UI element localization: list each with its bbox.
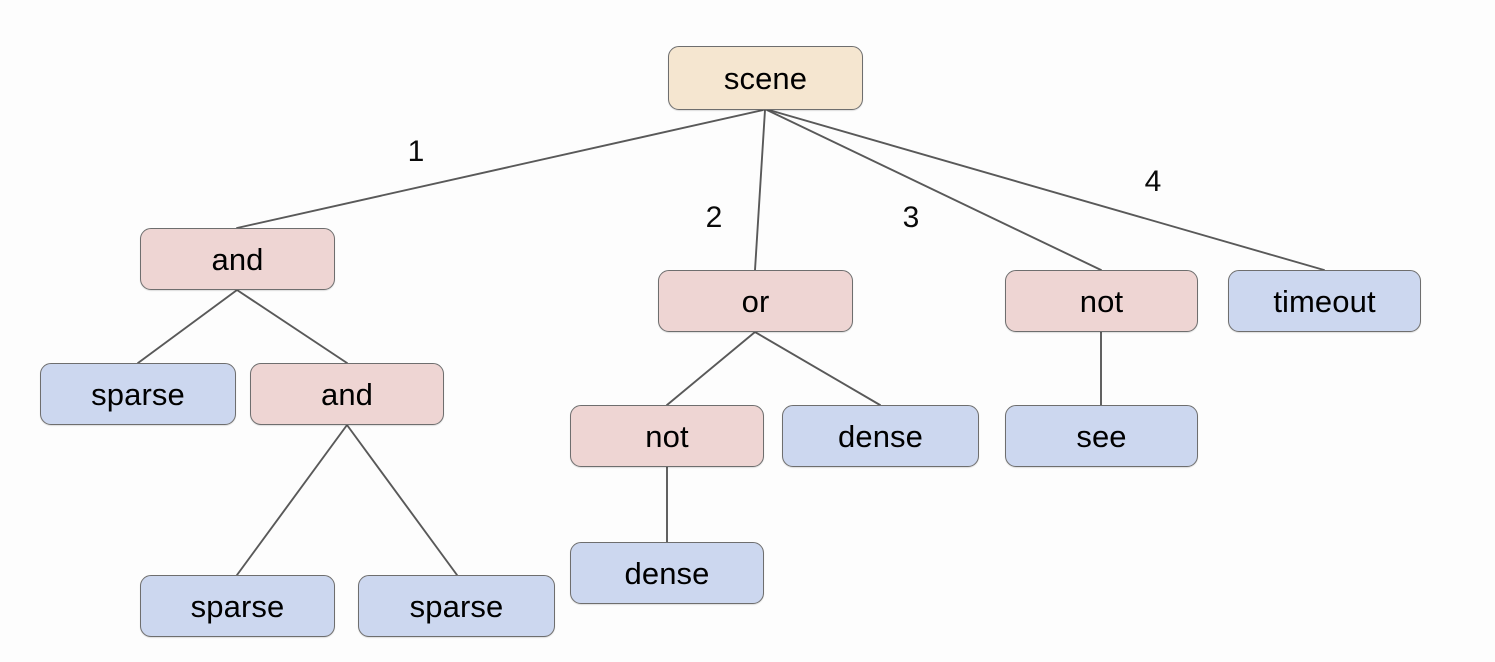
edge-label-3: 3	[902, 201, 920, 234]
tree-node-not_right[interactable]: not	[1005, 270, 1198, 332]
tree-edge-scene-to-and_1	[236, 109, 764, 229]
tree-node-and_1[interactable]: and	[140, 228, 335, 290]
tree-node-not_mid[interactable]: not	[570, 405, 764, 467]
edge-label-4: 4	[1144, 165, 1162, 198]
tree-node-timeout_leaf[interactable]: timeout	[1228, 270, 1421, 332]
tree-edge-scene-to-not_right	[766, 109, 1102, 271]
tree-node-see_leaf[interactable]: see	[1005, 405, 1198, 467]
tree-edge-and_1-to-sparse_a	[137, 289, 238, 364]
edge-label-2: 2	[705, 201, 723, 234]
tree-node-dense_mid[interactable]: dense	[782, 405, 979, 467]
tree-node-and_2[interactable]: and	[250, 363, 444, 425]
tree-edge-and_2-to-sparse_c	[346, 424, 458, 576]
tree-edge-and_2-to-sparse_b	[236, 424, 348, 576]
tree-node-dense_low[interactable]: dense	[570, 542, 764, 604]
tree-node-scene[interactable]: scene	[668, 46, 863, 110]
tree-edge-or_1-to-not_mid	[666, 331, 756, 406]
tree-node-sparse_a[interactable]: sparse	[40, 363, 236, 425]
tree-edge-scene-to-or_1	[754, 109, 766, 271]
tree-node-or_1[interactable]: or	[658, 270, 853, 332]
tree-edge-scene-to-timeout_leaf	[768, 109, 1325, 271]
tree-edge-and_1-to-and_2	[236, 289, 348, 364]
tree-node-sparse_b[interactable]: sparse	[140, 575, 335, 637]
edge-label-1: 1	[407, 135, 425, 168]
tree-edge-or_1-to-dense_mid	[754, 331, 881, 406]
tree-node-sparse_c[interactable]: sparse	[358, 575, 555, 637]
